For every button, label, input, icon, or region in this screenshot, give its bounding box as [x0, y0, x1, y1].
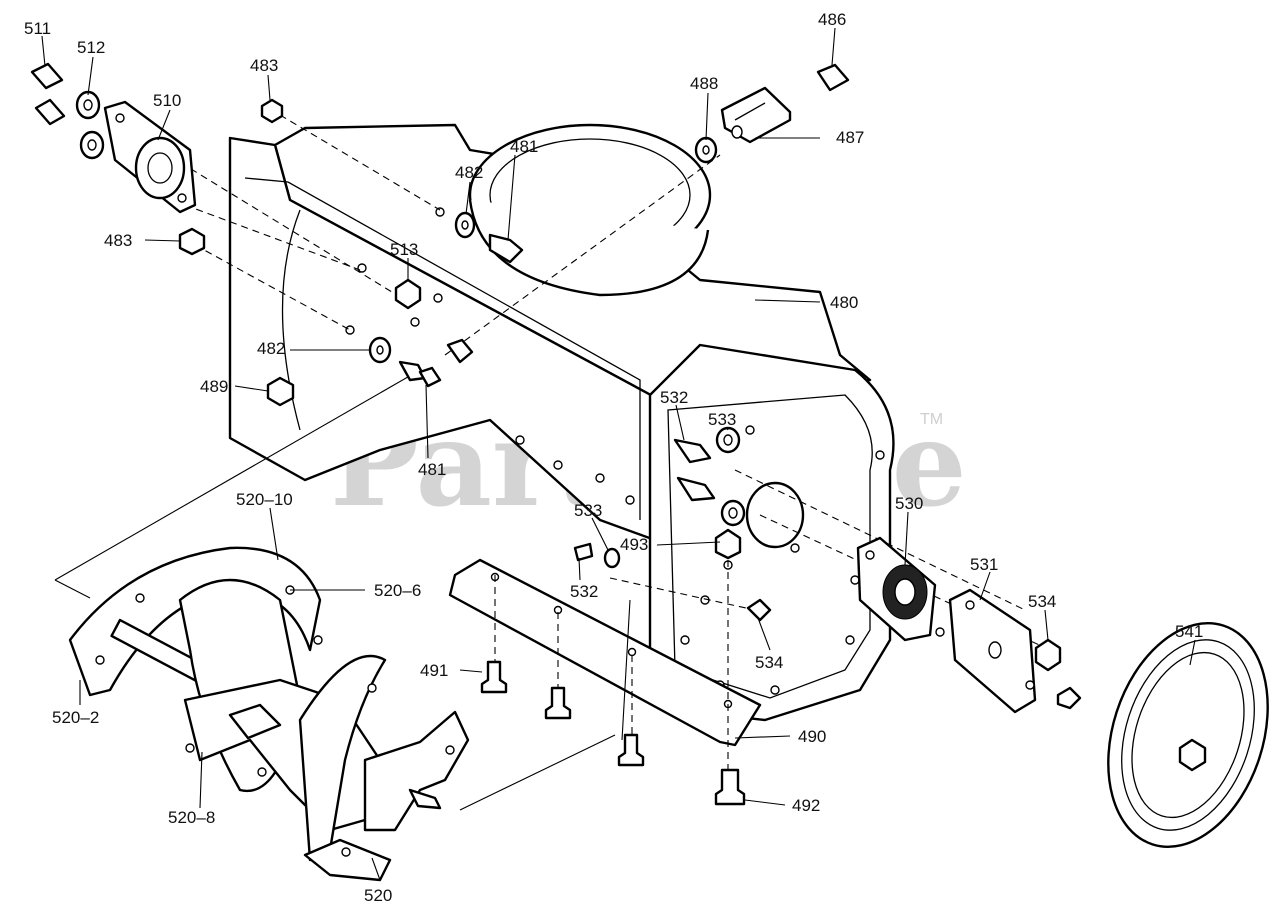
scraper-bar-490 — [448, 558, 762, 747]
callout-531: 531 — [970, 555, 998, 574]
callout-490: 490 — [798, 727, 826, 746]
callout-492: 492 — [792, 796, 820, 815]
callout-482-top: 482 — [455, 163, 483, 182]
callout-510: 510 — [153, 91, 181, 110]
bearing-flange-510-group — [30, 62, 295, 407]
auger-assembly-520 — [68, 546, 470, 882]
callout-511: 511 — [24, 19, 51, 38]
callout-520-10: 520–10 — [236, 490, 293, 509]
drive-side-group — [573, 426, 1269, 849]
callout-520: 520 — [364, 886, 392, 905]
callout-530: 530 — [895, 494, 923, 513]
callout-480: 480 — [830, 293, 858, 312]
callout-481-top: 481 — [510, 137, 538, 156]
callout-483-left: 483 — [104, 231, 132, 250]
callout-541: 541 — [1175, 622, 1203, 641]
callout-486: 486 — [818, 10, 846, 29]
callout-491: 491 — [420, 661, 448, 680]
callout-513: 513 — [390, 240, 418, 259]
callout-481-mid: 481 — [418, 460, 446, 479]
callout-487: 487 — [836, 128, 864, 147]
callout-520-8: 520–8 — [168, 808, 215, 827]
callout-533-top: 533 — [708, 410, 736, 429]
callout-493: 493 — [620, 535, 648, 554]
callout-482-mid: 482 — [257, 339, 285, 358]
callout-leaders — [41, 27, 1196, 881]
watermark-trademark: TM — [920, 411, 943, 428]
callout-labels: 511 512 510 483 486 488 487 481 482 483 … — [24, 10, 1203, 905]
callout-532-top: 532 — [660, 388, 688, 407]
lower-bolts — [480, 660, 746, 806]
callout-520-6: 520–6 — [374, 581, 421, 600]
callout-488: 488 — [690, 74, 718, 93]
callout-532-mid: 532 — [570, 582, 598, 601]
callout-489: 489 — [200, 377, 228, 396]
callout-483-top: 483 — [250, 56, 278, 75]
callout-533-mid: 533 — [574, 501, 602, 520]
callout-534-right: 534 — [1028, 592, 1056, 611]
chute-bracket-487-group — [694, 63, 850, 164]
callout-520-2: 520–2 — [52, 708, 99, 727]
callout-512: 512 — [77, 38, 105, 57]
callout-534-mid: 534 — [755, 653, 783, 672]
